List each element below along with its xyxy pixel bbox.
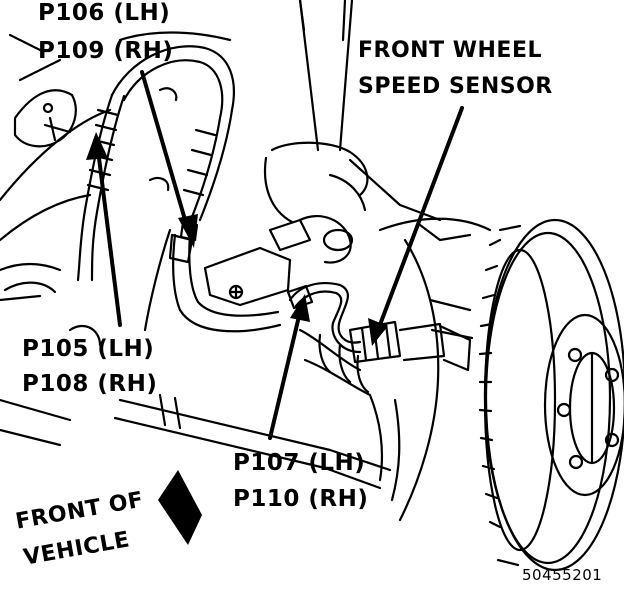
brake-rotor (478, 218, 624, 572)
brake-hose-upper (76, 45, 235, 282)
strut-tower (264, 0, 442, 224)
arrow-p107-p110 (268, 310, 302, 440)
brake-hose-lower (168, 220, 282, 333)
front-direction-arrow (158, 470, 202, 545)
arrowhead-speed-sensor (368, 318, 388, 346)
body-panel (0, 31, 232, 447)
axle-boot (298, 328, 401, 502)
arrow-p105-p108 (96, 148, 122, 327)
label-p106-lh: P106 (LH) (38, 0, 171, 26)
arrowhead-p105-p108 (86, 132, 108, 160)
label-sensor-line2: SPEED SENSOR (358, 74, 553, 99)
arrow-speed-sensor (376, 106, 464, 332)
lower-frame (68, 324, 392, 490)
label-sensor-line1: FRONT WHEEL (358, 38, 543, 63)
label-p105-lh: P105 (LH) (22, 336, 155, 362)
arrow-p106-p109 (140, 70, 190, 232)
steering-knuckle (378, 217, 492, 522)
arrowheads (86, 132, 388, 346)
wheel-hub (543, 313, 624, 497)
arrowhead-p107-p110 (290, 294, 310, 322)
label-p110-rh: P110 (RH) (233, 486, 369, 512)
mounting-bracket (203, 215, 354, 307)
arrowhead-p106-p109 (178, 214, 198, 248)
label-p108-rh: P108 (RH) (22, 371, 158, 397)
sensor-harness (286, 282, 472, 372)
callout-arrows (96, 70, 464, 440)
label-p107-lh: P107 (LH) (233, 450, 366, 476)
label-p109-rh: P109 (RH) (38, 38, 174, 64)
figure-number: 50455201 (522, 566, 603, 584)
